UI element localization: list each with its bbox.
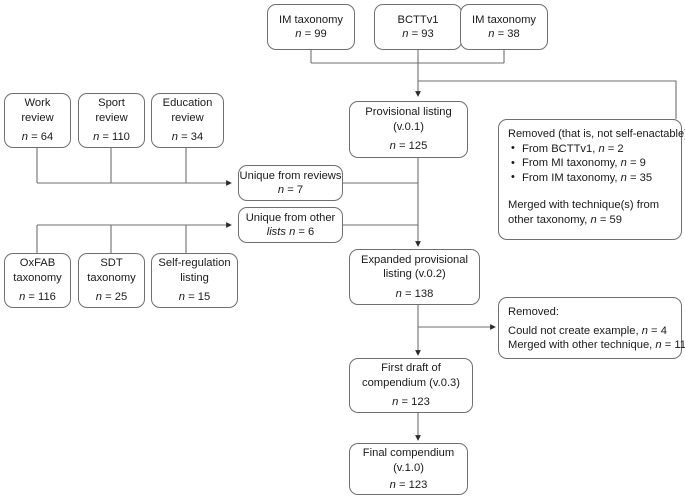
node-final-compendium[interactable]: Final compendium (v.1.0) n = 123 bbox=[349, 443, 468, 495]
node-expanded-provisional-listing[interactable]: Expanded provisional listing (v.0.2) n =… bbox=[349, 249, 480, 305]
node-line: review bbox=[21, 111, 54, 124]
node-count: n = 64 bbox=[21, 131, 54, 144]
node-sdt-taxonomy[interactable]: SDT taxonomy n = 25 bbox=[78, 253, 145, 308]
node-line: First draft of bbox=[381, 362, 441, 375]
node-im-taxonomy-99[interactable]: IM taxonomy n = 99 bbox=[267, 4, 355, 50]
node-line: Work bbox=[24, 97, 51, 110]
node-work-review[interactable]: Work review n = 64 bbox=[4, 93, 71, 148]
node-count: n = 125 bbox=[389, 140, 428, 153]
removed-bullet-list: From BCTTv1, n = 2 From MI taxonomy, n =… bbox=[508, 141, 652, 186]
node-line: (v.1.0) bbox=[393, 461, 424, 474]
node-removed-not-self-enactable[interactable]: Removed (that is, not self-enactable): F… bbox=[498, 119, 685, 240]
node-provisional-listing[interactable]: Provisional listing (v.0.1) n = 125 bbox=[349, 101, 468, 158]
removed-examples-heading: Removed: bbox=[508, 306, 559, 318]
node-line: listing bbox=[180, 271, 209, 284]
node-count: n = 138 bbox=[395, 287, 434, 300]
node-count: n = 38 bbox=[488, 28, 520, 40]
removed-examples-line1: Could not create example, n = 4 bbox=[508, 324, 667, 337]
node-count: n = 123 bbox=[389, 478, 428, 491]
node-count: n = 34 bbox=[171, 131, 204, 144]
node-line: review bbox=[171, 111, 204, 124]
node-line: taxonomy bbox=[87, 271, 136, 284]
node-line: compendium (v.0.3) bbox=[361, 376, 461, 389]
node-line: IM taxonomy bbox=[278, 13, 344, 26]
node-line: review bbox=[95, 111, 128, 124]
node-line: Final compendium bbox=[362, 447, 455, 459]
node-im-taxonomy-38[interactable]: IM taxonomy n = 38 bbox=[460, 4, 548, 50]
node-line: listing (v.0.2) bbox=[383, 268, 446, 281]
node-line: Self-regulation bbox=[158, 257, 231, 270]
node-line: Provisional listing bbox=[365, 106, 452, 119]
node-self-regulation-listing[interactable]: Self-regulation listing n = 15 bbox=[151, 253, 238, 308]
node-count: n = 7 bbox=[277, 184, 304, 196]
removed-examples-line2: Merged with other technique, n = 11 bbox=[508, 339, 685, 351]
list-item: From MI taxonomy, n = 9 bbox=[508, 156, 652, 171]
node-sport-review[interactable]: Sport review n = 110 bbox=[78, 93, 145, 148]
node-line: SDT bbox=[100, 257, 123, 270]
node-line: BCTTv1 bbox=[397, 13, 439, 26]
removed-footer-line1: Merged with technique(s) from bbox=[508, 199, 660, 211]
node-line: IM taxonomy bbox=[471, 13, 537, 26]
node-line: OxFAB bbox=[19, 257, 56, 270]
node-count: n = 25 bbox=[95, 291, 128, 304]
node-education-review[interactable]: Education review n = 34 bbox=[151, 93, 224, 148]
node-count: n = 110 bbox=[93, 131, 130, 144]
node-bcttv1-93[interactable]: BCTTv1 n = 93 bbox=[374, 4, 462, 50]
list-item: From IM taxonomy, n = 35 bbox=[508, 170, 652, 186]
node-line: Expanded provisional bbox=[361, 253, 468, 266]
node-count: n = 15 bbox=[178, 291, 211, 304]
node-oxfab-taxonomy[interactable]: OxFAB taxonomy n = 116 bbox=[4, 253, 71, 308]
removed-heading: Removed (that is, not self-enactable): bbox=[508, 128, 685, 140]
node-count: n = 93 bbox=[402, 28, 434, 40]
node-line: (v.0.1) bbox=[393, 120, 424, 133]
node-count: n = 123 bbox=[392, 396, 430, 409]
node-line: Unique from reviews bbox=[239, 169, 342, 182]
node-unique-from-reviews[interactable]: Unique from reviews n = 7 bbox=[238, 165, 343, 201]
node-first-draft-compendium[interactable]: First draft of compendium (v.0.3) n = 12… bbox=[349, 358, 473, 413]
removed-footer-line2: other taxonomy, n = 59 bbox=[508, 213, 622, 226]
node-count: lists n = 6 bbox=[266, 226, 315, 238]
node-removed-examples[interactable]: Removed: Could not create example, n = 4… bbox=[498, 297, 685, 359]
list-item: From BCTTv1, n = 2 bbox=[508, 141, 652, 157]
node-line: Education bbox=[162, 97, 213, 110]
node-count: n = 99 bbox=[295, 28, 327, 40]
node-line: Unique from other bbox=[245, 211, 336, 224]
node-line: Sport bbox=[98, 97, 125, 110]
node-line: taxonomy bbox=[13, 271, 62, 284]
node-count: n = 116 bbox=[19, 291, 56, 304]
node-unique-from-other-lists[interactable]: Unique from other lists n = 6 bbox=[238, 207, 343, 243]
